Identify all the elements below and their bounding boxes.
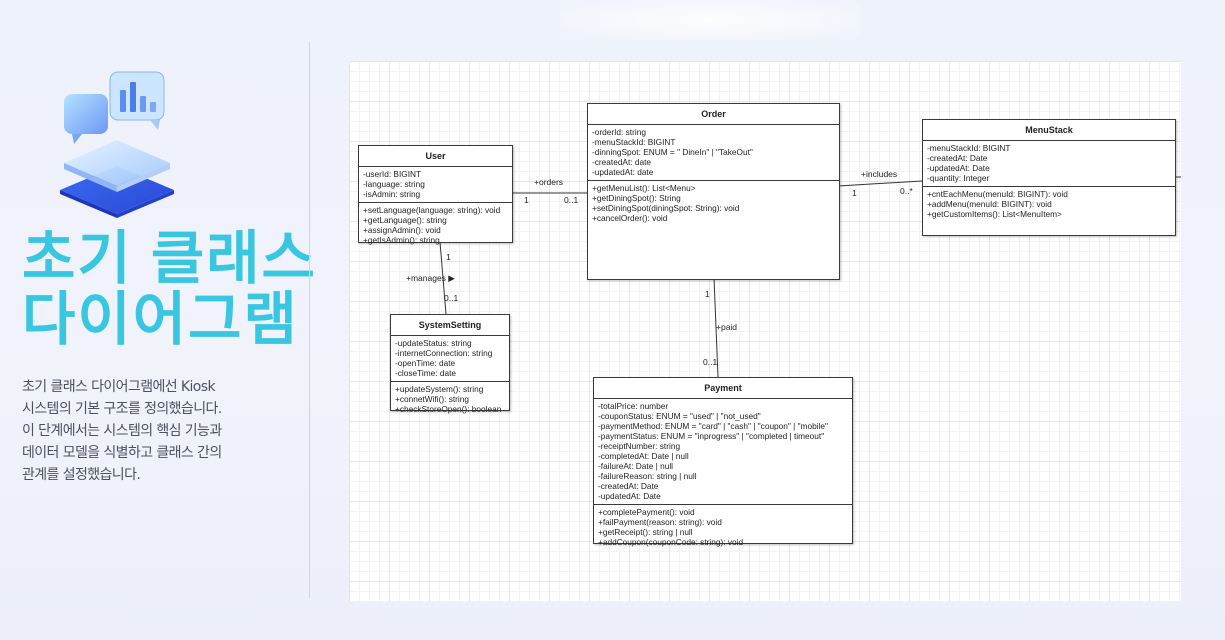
paid-label: +paid: [716, 322, 738, 332]
class-attribute: -userId: BIGINT: [363, 169, 422, 179]
class-order: Order -orderId: string-menuStackId: BIGI…: [587, 103, 840, 280]
class-method: +setLanguage(language: string): void: [363, 205, 501, 215]
chart-chat-platform-icon: [52, 68, 182, 218]
description-text: 초기 클래스 다이어그램에선 Kiosk 시스템의 기본 구조를 정의했습니다.…: [22, 379, 222, 483]
methods: +updateSystem(): string+connetWifi(): st…: [391, 382, 509, 417]
class-method: +completePayment(): void: [598, 507, 695, 517]
attributes: -userId: BIGINT-language: string-isAdmin…: [359, 167, 512, 203]
class-attribute: -failureAt: Date | null: [598, 461, 674, 471]
manages-from-mult: 1: [446, 252, 451, 262]
paid-from-mult: 1: [705, 289, 710, 299]
class-method: +getIsAdmin(): string: [363, 235, 440, 245]
class-attribute: -createdAt: Date: [927, 153, 988, 163]
page-title-line-2: 다이어그램: [22, 287, 299, 352]
class-attribute: -failureReason: string | null: [598, 471, 697, 481]
includes-to-mult: 0..*: [900, 186, 913, 196]
class-name: Order: [588, 104, 839, 125]
class-method: +getDiningSpot(): String: [592, 193, 681, 203]
methods: +setLanguage(language: string): void+get…: [359, 203, 512, 248]
class-attribute: -couponStatus: ENUM = "used" | "not_used…: [598, 411, 761, 421]
class-name: MenuStack: [923, 120, 1175, 141]
orders-from-mult: 1: [524, 195, 529, 205]
class-method: +cntEachMenu(menuId: BIGINT): void: [927, 189, 1068, 199]
includes-from-mult: 1: [852, 188, 857, 198]
class-method: +cancelOrder(): void: [592, 213, 668, 223]
manages-label: +manages ▶: [406, 273, 455, 283]
class-method: +setDiningSpot(diningSpot: String): void: [592, 203, 740, 213]
class-name: Payment: [594, 378, 852, 399]
attributes: -totalPrice: number-couponStatus: ENUM =…: [594, 399, 852, 505]
class-menustack: MenuStack -menuStackId: BIGINT-createdAt…: [922, 119, 1176, 236]
methods: +cntEachMenu(menuId: BIGINT): void+addMe…: [923, 187, 1175, 222]
class-payment: Payment -totalPrice: number-couponStatus…: [593, 377, 853, 547]
paid-to-mult: 0..1: [703, 357, 718, 367]
attributes: -updateStatus: string-internetConnection…: [391, 336, 509, 382]
manages-to-mult: 0..1: [444, 293, 459, 303]
class-attribute: -updatedAt: Date: [927, 163, 990, 173]
page-title-line-1: 초기 클래스: [22, 226, 317, 291]
class-attribute: -paymentStatus: ENUM = "inprogress" | "c…: [598, 431, 825, 441]
class-method: +updateSystem(): string: [395, 384, 484, 394]
class-attribute: -isAdmin: string: [363, 189, 421, 199]
class-attribute: -menuStackId: BIGINT: [592, 137, 676, 147]
class-attribute: -menuStackId: BIGINT: [927, 143, 1011, 153]
class-attribute: -completedAt: Date | null: [598, 451, 689, 461]
class-method: +getCustomItems(): List<MenuItem>: [927, 209, 1062, 219]
class-attribute: -receiptNumber: string: [598, 441, 681, 451]
class-method: +getLanguage(): string: [363, 215, 447, 225]
class-method: +checkStoreOpen(): boolean: [395, 404, 502, 414]
class-attribute: -updatedAt: Date: [598, 491, 661, 501]
orders-to-mult: 0..1: [564, 195, 579, 205]
methods: +getMenuList(): List<Menu>+getDiningSpot…: [588, 181, 839, 226]
class-attribute: -closeTime: date: [395, 368, 457, 378]
class-attribute: -openTime: date: [395, 358, 456, 368]
attributes: -orderId: string-menuStackId: BIGINT-din…: [588, 125, 839, 181]
class-method: +addCoupon(couponCode: string): void: [598, 537, 744, 547]
class-systemsetting: SystemSetting -updateStatus: string-inte…: [390, 314, 510, 414]
class-user: User -userId: BIGINT-language: string-is…: [358, 145, 513, 245]
class-method: +connetWifi(): string: [395, 394, 470, 404]
class-attribute: -updatedAt: date: [592, 167, 654, 177]
class-name: SystemSetting: [391, 315, 509, 336]
class-method: +assignAdmin(): void: [363, 225, 441, 235]
class-attribute: -internetConnection: string: [395, 348, 493, 358]
class-attribute: -updateStatus: string: [395, 338, 472, 348]
class-method: +addMenu(menuId: BIGINT): void: [927, 199, 1052, 209]
class-attribute: -createdAt: date: [592, 157, 652, 167]
includes-label: +includes: [861, 169, 898, 179]
class-attribute: -orderId: string: [592, 127, 646, 137]
attributes: -menuStackId: BIGINT-createdAt: Date-upd…: [923, 141, 1175, 187]
class-name: User: [359, 146, 512, 167]
class-attribute: -language: string: [363, 179, 425, 189]
class-attribute: -totalPrice: number: [598, 401, 669, 411]
class-method: +getReceipt(): string | null: [598, 527, 693, 537]
top-glow: [560, 0, 860, 40]
class-attribute: -createdAt: Date: [598, 481, 659, 491]
orders-label: +orders: [534, 177, 564, 187]
class-method: +getMenuList(): List<Menu>: [592, 183, 696, 193]
class-attribute: -paymentMethod: ENUM = "card" | "cash" |…: [598, 421, 828, 431]
class-attribute: -quantity: Integer: [927, 173, 990, 183]
methods: +completePayment(): void+failPayment(rea…: [594, 505, 852, 550]
class-method: +failPayment(reason: string): void: [598, 517, 722, 527]
class-attribute: -dinningSpot: ENUM = " DineIn" | "TakeOu…: [592, 147, 753, 157]
vertical-divider: [309, 42, 310, 598]
